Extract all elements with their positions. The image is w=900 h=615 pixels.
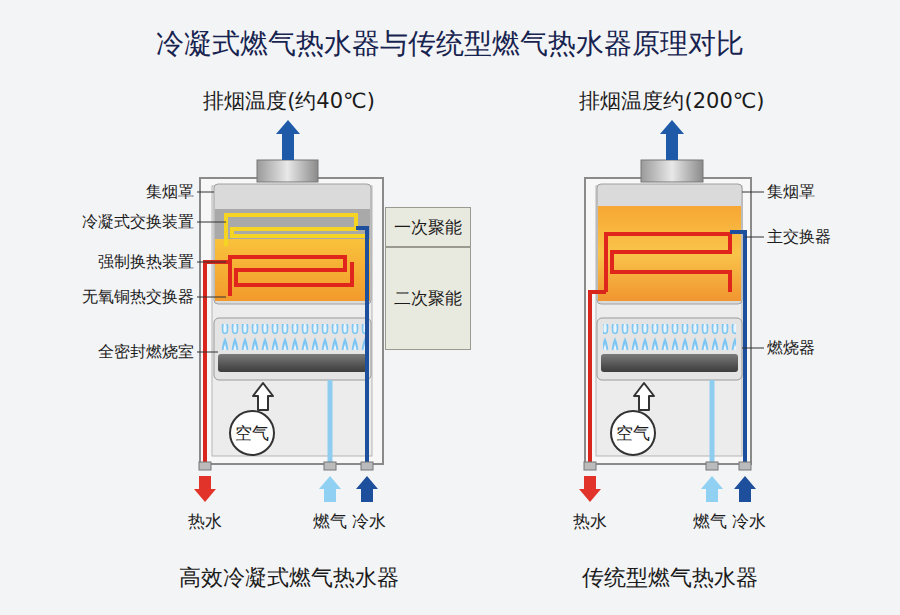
part-name: 无氧铜热交换器 <box>82 287 194 306</box>
heater-caption: 高效冷凝式燃气热水器 <box>179 565 399 591</box>
part-name: 燃烧器 <box>767 338 815 357</box>
part-name: 强制换热装置 <box>98 252 194 271</box>
pipe-label: 燃气 <box>313 511 347 531</box>
pipe-label: 冷水 <box>352 511 386 531</box>
pipe-label: 热水 <box>188 511 222 531</box>
air-circle: 空气 <box>229 410 275 456</box>
air-circle: 空气 <box>610 410 656 456</box>
pipe-label: 热水 <box>573 511 607 531</box>
node-label: 二次聚能 <box>394 287 462 310</box>
energy-band: 二次聚能 <box>385 247 471 350</box>
node-label: 空气 <box>235 422 269 445</box>
part-name: 主交换器 <box>767 227 831 246</box>
condensing-heater <box>194 120 383 502</box>
energy-band: 一次聚能 <box>385 207 471 247</box>
part-name: 集烟罩 <box>767 182 815 201</box>
traditional-heater <box>579 120 764 502</box>
exhaust-temp: 排烟温度(约40℃) <box>203 89 375 114</box>
node-label: 一次聚能 <box>394 216 462 239</box>
part-name: 冷凝式交换装置 <box>82 212 194 231</box>
node-label: 空气 <box>616 422 650 445</box>
part-name: 全密封燃烧室 <box>98 342 194 361</box>
diagram-title: 冷凝式燃气热水器与传统型燃气热水器原理对比 <box>156 27 744 61</box>
pipe-label: 冷水 <box>732 511 766 531</box>
exhaust-temp: 排烟温度约(200℃) <box>579 89 764 114</box>
part-name: 集烟罩 <box>146 182 194 201</box>
pipe-label: 燃气 <box>693 511 727 531</box>
heater-caption: 传统型燃气热水器 <box>582 565 758 591</box>
